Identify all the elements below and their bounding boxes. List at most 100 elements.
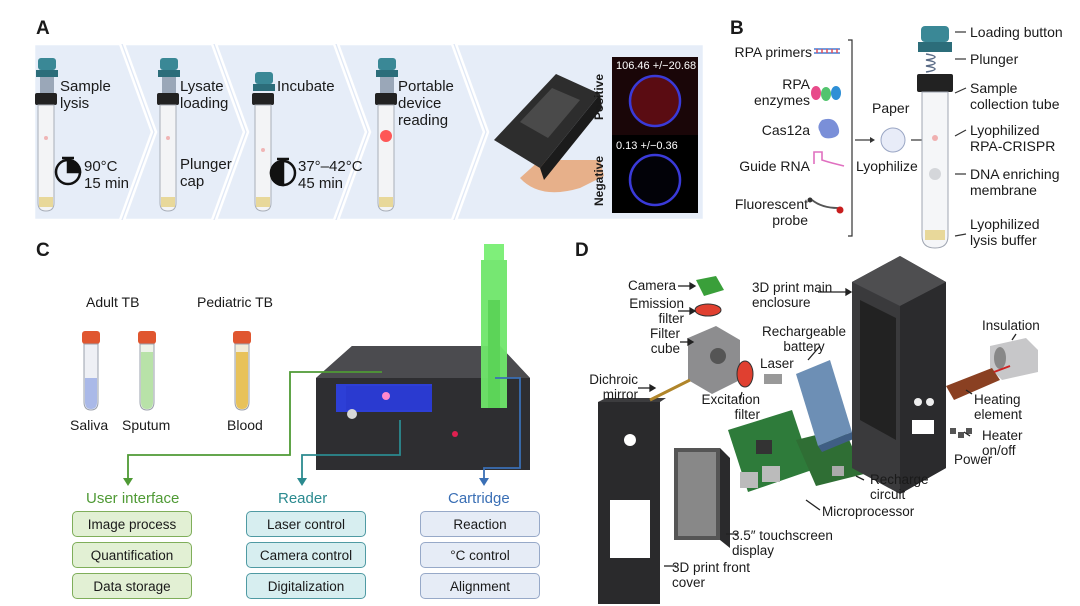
tube-part-label: Lyophilized RPA-CRISPR xyxy=(970,122,1056,154)
saliva-tube xyxy=(82,331,100,411)
switch-part xyxy=(950,428,972,438)
device-photo xyxy=(316,244,530,470)
primers-icon xyxy=(814,48,840,54)
cas12a-icon xyxy=(818,118,840,139)
part-label: Microprocessor xyxy=(822,504,915,519)
sample-label: Saliva xyxy=(70,417,109,433)
step-label: Lysate loading xyxy=(180,78,229,112)
group-title: Adult TB xyxy=(86,294,140,310)
part-label: Emission filter xyxy=(629,296,684,326)
group-title: Pediatric TB xyxy=(197,294,273,310)
module-title-cartridge: Cartridge xyxy=(448,490,510,507)
tube-part-label: Sample collection tube xyxy=(970,80,1060,112)
step-label: Sample lysis xyxy=(60,78,111,112)
probe-icon xyxy=(807,197,844,214)
part-label: Camera xyxy=(628,278,677,293)
step-label: Portable device reading xyxy=(398,78,454,129)
camera-part xyxy=(696,276,724,296)
step-time: 15 min xyxy=(84,175,130,192)
part-label: Laser xyxy=(760,356,794,371)
part-label: Excitation filter xyxy=(701,392,760,422)
feature-box: Digitalization xyxy=(246,573,366,599)
blood-tube xyxy=(233,331,251,411)
negative-well xyxy=(628,153,682,207)
step-sublabel: Plunger cap xyxy=(180,156,232,190)
panel-label-a: A xyxy=(36,18,50,39)
sample-label: Sputum xyxy=(122,417,171,433)
tube-part-label: DNA enriching membrane xyxy=(970,166,1060,198)
microprocessor-part xyxy=(728,410,812,492)
feature-box: Camera control xyxy=(246,542,366,568)
positive-value: 106.46 +/−20.68 xyxy=(616,60,697,72)
panel-label-d: D xyxy=(575,240,589,261)
part-label: Recharge circuit xyxy=(870,472,929,502)
enzymes-icon xyxy=(811,86,841,101)
insulation-part xyxy=(990,338,1038,380)
step-label: Incubate xyxy=(277,78,335,95)
laser-part xyxy=(764,374,782,384)
reagent-label: RPA enzymes xyxy=(753,76,810,108)
feature-box: Reaction xyxy=(420,511,540,537)
negative-label: Negative xyxy=(592,155,606,206)
part-label: Filter cube xyxy=(650,326,680,356)
dichroic-mirror-part xyxy=(649,378,691,402)
feature-box: °C control xyxy=(420,542,540,568)
emission-filter-part xyxy=(694,303,722,317)
tube-4 xyxy=(375,58,398,212)
negative-value: 0.13 +/−0.36 xyxy=(616,140,678,152)
tube-2 xyxy=(157,58,180,212)
part-label: Power xyxy=(954,452,993,467)
paper-disc-icon xyxy=(880,127,906,153)
main-enclosure-part xyxy=(852,256,946,494)
tube-part-label: Plunger xyxy=(970,51,1019,67)
panel-label-b: B xyxy=(730,18,744,39)
excitation-filter-part xyxy=(736,360,754,388)
feature-box: Quantification xyxy=(72,542,192,568)
positive-label: Positive xyxy=(592,73,606,120)
tube-part-label: Loading button xyxy=(970,24,1063,40)
lyophilize-label: Lyophilize xyxy=(856,158,918,174)
cartridge-tube-diagram xyxy=(917,26,953,249)
reagent-label: Fluorescent probe xyxy=(734,196,808,228)
front-cover-part xyxy=(598,398,666,604)
timer-icon xyxy=(54,156,82,186)
guide-rna-icon xyxy=(813,151,845,167)
step-time: 45 min xyxy=(298,175,344,192)
timer-icon xyxy=(269,157,297,187)
tube-1 xyxy=(35,58,58,212)
tube-part-label: Lyophilized lysis buffer xyxy=(970,216,1040,248)
module-connectors xyxy=(127,371,521,478)
heating-element-part xyxy=(946,365,1011,400)
step-temperature: 90°C xyxy=(84,158,118,175)
module-title-user-interface: User interface xyxy=(86,490,180,507)
reagent-label: Cas12a xyxy=(761,122,810,138)
reagent-label: Guide RNA xyxy=(739,158,810,174)
reagent-bracket xyxy=(848,39,853,237)
paper-label: Paper xyxy=(872,100,910,116)
part-label: Heater on/off xyxy=(982,428,1023,458)
feature-box: Image process xyxy=(72,511,192,537)
part-label: Dichroic mirror xyxy=(589,372,638,402)
panel-label-c: C xyxy=(36,240,50,261)
part-label: Heating element xyxy=(974,392,1023,422)
feature-box: Laser control xyxy=(246,511,366,537)
tube-3 xyxy=(252,72,275,212)
feature-box: Alignment xyxy=(420,573,540,599)
touchscreen-part xyxy=(674,448,730,548)
positive-well xyxy=(628,74,682,128)
recharge-circuit-part xyxy=(796,428,864,486)
step-temperature: 37°–42°C xyxy=(298,158,363,175)
part-label: 3D print main enclosure xyxy=(752,280,833,310)
part-label: Rechargeable battery xyxy=(761,324,847,354)
filter-cube-part xyxy=(688,326,740,394)
part-label: Insulation xyxy=(982,318,1040,333)
module-title-reader: Reader xyxy=(278,490,328,507)
part-label: 3D print front cover xyxy=(672,560,751,590)
handheld-reader-image xyxy=(494,74,604,193)
sample-label: Blood xyxy=(227,417,263,433)
reagent-label: RPA primers xyxy=(734,44,812,60)
battery-part xyxy=(796,360,856,452)
feature-box: Data storage xyxy=(72,573,192,599)
d-leader-arrows xyxy=(638,281,1017,567)
